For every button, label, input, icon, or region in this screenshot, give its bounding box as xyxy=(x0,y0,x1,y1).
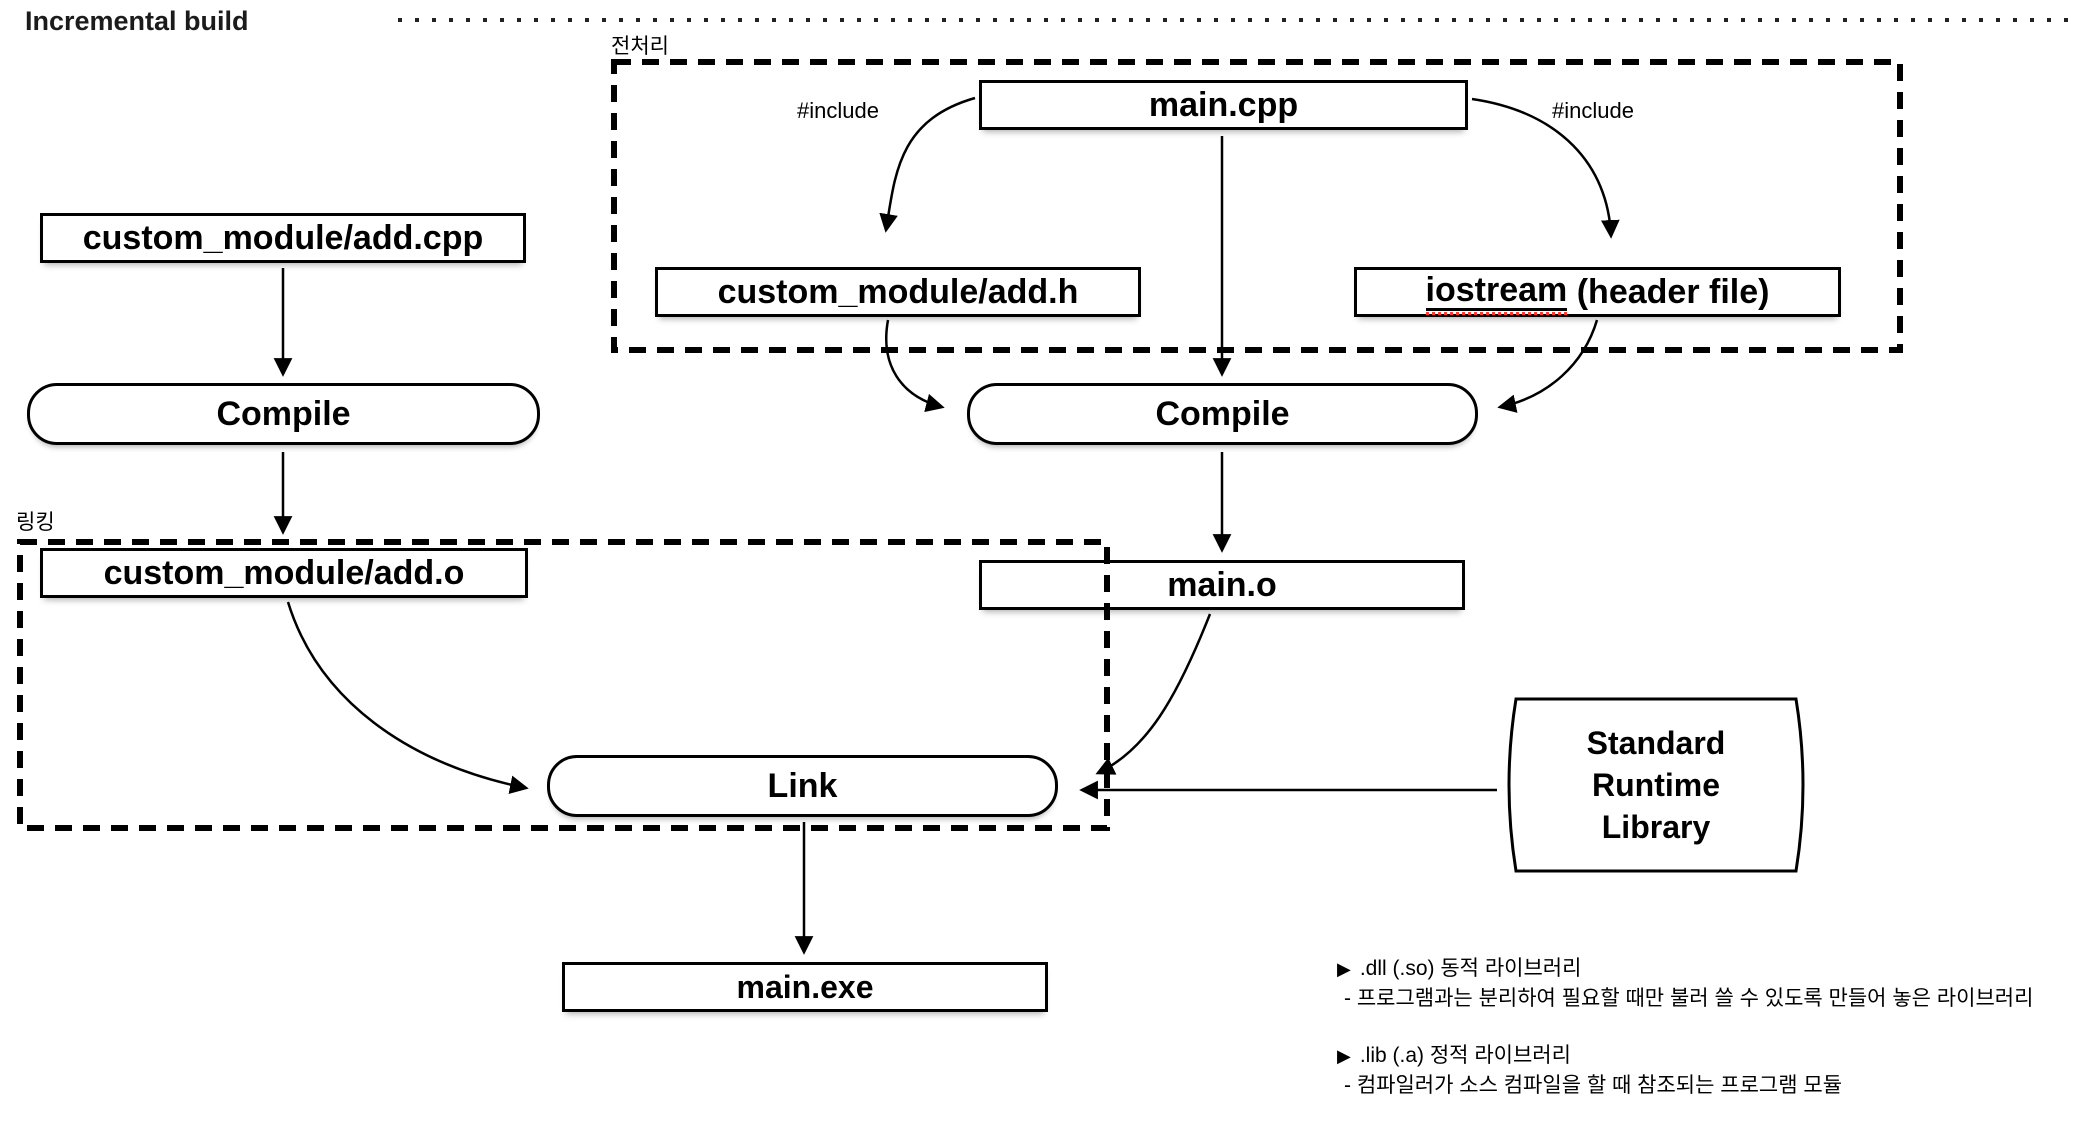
triangle-bullet-icon: ▶ xyxy=(1337,1046,1351,1066)
node-main-o-label: main.o xyxy=(1167,565,1277,604)
arrow-maino-to-link xyxy=(1095,613,1212,775)
include-label-right: #include xyxy=(1552,98,1634,123)
note-lib-heading: .lib (.a) 정적 라이브러리 xyxy=(1359,1044,1571,1067)
arrow-addo-to-link xyxy=(286,601,529,795)
node-link: Link xyxy=(547,755,1058,817)
triangle-bullet-icon: ▶ xyxy=(1337,959,1351,979)
node-custom-module-add-cpp-label: custom_module/add.cpp xyxy=(82,218,484,257)
dotted-divider xyxy=(398,18,2076,22)
node-main-cpp: main.cpp xyxy=(979,80,1468,130)
include-label-left: #include xyxy=(797,98,879,123)
node-iostream-header: iostream (header file) xyxy=(1354,267,1841,317)
note-dll-heading: .dll (.so) 동적 라이브러리 xyxy=(1359,957,1582,980)
library-notes: ▶ .dll (.so) 동적 라이브러리 - 프로그램과는 분리하여 필요할 … xyxy=(1337,954,2076,1128)
node-custom-module-add-o-label: custom_module/add.o xyxy=(103,553,465,592)
node-standard-runtime-library: Standard Runtime Library xyxy=(1500,695,1812,875)
node-compile-right: Compile xyxy=(967,383,1478,445)
arrow-iostream-to-compile xyxy=(1497,319,1599,413)
iostream-header-suffix: (header file) xyxy=(1567,272,1770,311)
node-main-cpp-label: main.cpp xyxy=(1148,85,1299,124)
node-custom-module-add-cpp: custom_module/add.cpp xyxy=(40,213,526,263)
note-dll-heading-row: ▶ .dll (.so) 동적 라이브러리 xyxy=(1337,954,2076,984)
srl-label: Standard Runtime Library xyxy=(1500,695,1812,875)
note-lib-description: - 컴파일러가 소스 컴파일을 할 때 참조되는 프로그램 모듈 xyxy=(1344,1074,1843,1097)
preprocess-region-label: 전처리 xyxy=(611,35,669,58)
node-custom-module-add-h-label: custom_module/add.h xyxy=(717,272,1079,311)
note-dll-description: - 프로그램과는 분리하여 필요할 때만 불러 쓸 수 있도록 만들어 놓은 라… xyxy=(1344,987,2034,1010)
node-main-exe-label: main.exe xyxy=(736,968,874,1005)
node-custom-module-add-o: custom_module/add.o xyxy=(40,548,528,598)
note-dll: ▶ .dll (.so) 동적 라이브러리 - 프로그램과는 분리하여 필요할 … xyxy=(1337,954,2076,1014)
srl-line-2: Runtime xyxy=(1592,767,1720,803)
node-main-o: main.o xyxy=(979,560,1465,610)
note-lib-heading-row: ▶ .lib (.a) 정적 라이브러리 xyxy=(1337,1041,2076,1071)
node-custom-module-add-h: custom_module/add.h xyxy=(655,267,1141,317)
srl-line-1: Standard xyxy=(1586,725,1726,761)
node-link-label: Link xyxy=(767,766,838,805)
srl-line-3: Library xyxy=(1601,809,1711,845)
node-compile-left: Compile xyxy=(27,383,540,445)
node-compile-right-label: Compile xyxy=(1155,394,1290,433)
arrow-include-maincpp-to-addh xyxy=(879,96,976,233)
node-compile-left-label: Compile xyxy=(216,394,351,433)
srl-barrel-shape xyxy=(1507,697,1805,873)
iostream-word-underlined: iostream xyxy=(1425,272,1568,316)
page-title: Incremental build xyxy=(25,6,249,36)
linking-region-label: 링킹 xyxy=(16,511,55,534)
note-lib: ▶ .lib (.a) 정적 라이브러리 - 컴파일러가 소스 컴파일을 할 때… xyxy=(1337,1041,2076,1101)
node-main-exe: main.exe xyxy=(562,962,1048,1012)
arrow-addh-to-compile xyxy=(885,319,945,413)
